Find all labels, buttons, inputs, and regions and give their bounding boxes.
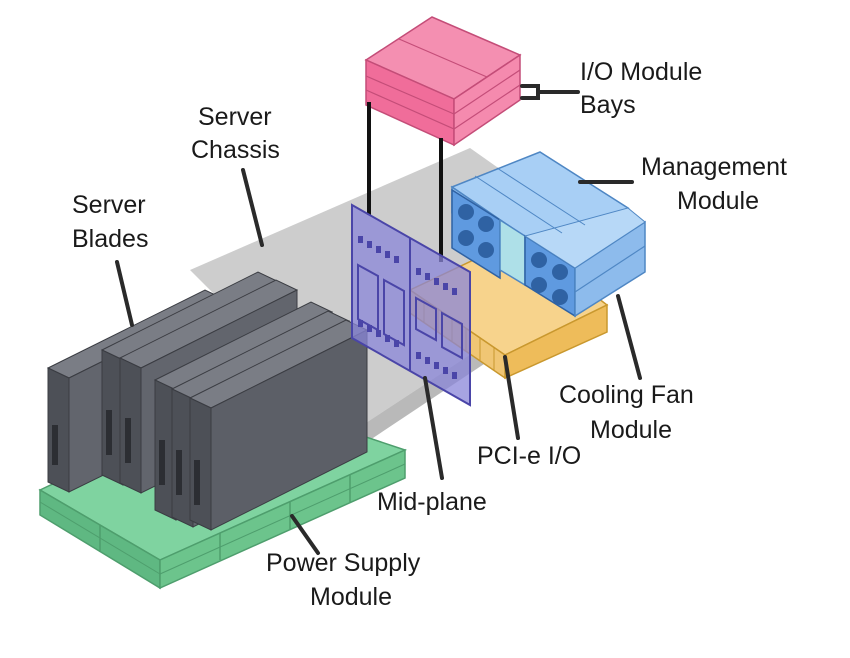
mid-plane	[351, 203, 471, 407]
leader-cooling-fan-module	[616, 294, 642, 380]
server-blades	[46, 271, 369, 531]
leader-lines	[115, 84, 642, 555]
leader-server-chassis	[241, 168, 264, 247]
label-mid-plane: Mid-plane	[377, 488, 487, 516]
blade-connectors	[52, 410, 200, 505]
io-module-bays	[364, 16, 522, 147]
fan-unit	[451, 188, 501, 280]
label-server-blades: Server Blades	[72, 191, 153, 253]
label-server-chassis: Server Chassis	[191, 103, 280, 164]
leader-server-blades	[115, 260, 134, 327]
leader-pcie-io	[503, 355, 520, 440]
leader-power-supply-module	[290, 514, 320, 555]
label-power-supply-module: Power Supply Module	[266, 549, 427, 611]
leader-io-module-bays	[520, 84, 580, 100]
label-management-module: Management Module	[641, 153, 794, 215]
leader-mid-plane	[423, 376, 444, 480]
cooling-fan-module	[450, 151, 646, 318]
label-io-module-bays: I/O Module Bays	[580, 58, 709, 119]
label-pcie-io: PCI-e I/O	[477, 442, 581, 470]
label-cooling-fan-module: Cooling Fan Module	[559, 381, 701, 444]
